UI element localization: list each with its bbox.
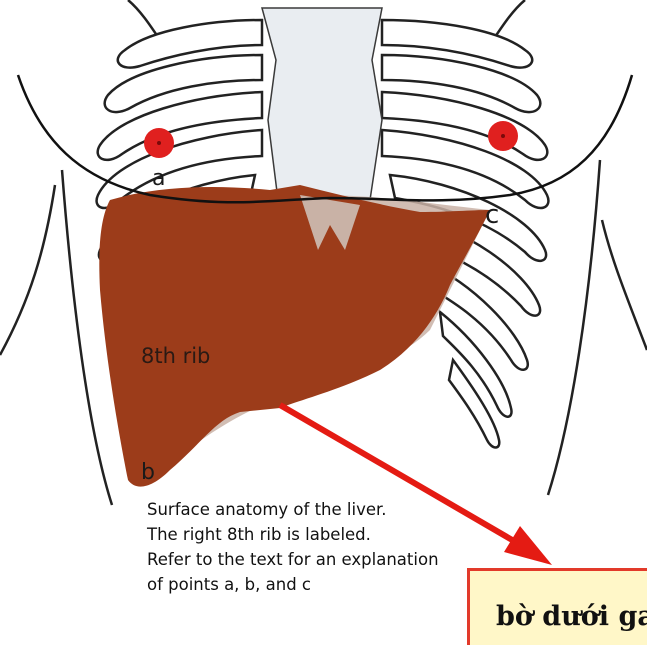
neck-right [493,0,525,40]
torso-right-outline [602,220,647,350]
liver [99,185,490,487]
point-c-label: c [485,200,499,230]
body-right-edge [548,160,600,495]
caption-line: of points a, b, and c [147,572,439,597]
point-b-label: b [141,460,155,485]
caption: Surface anatomy of the liver. The right … [147,497,439,597]
left-nipple-dot [501,134,505,138]
caption-line: The right 8th rib is labeled. [147,522,439,547]
callout-box: bờ dưới gan [467,568,647,645]
point-a-label: a [152,166,165,191]
torso-left-outline [0,185,55,355]
caption-line: Surface anatomy of the liver. [147,497,439,522]
rib-label: 8th rib [141,344,210,368]
caption-line: Refer to the text for an explanation [147,547,439,572]
right-nipple-dot [157,141,161,145]
pointer-arrow-head [504,526,552,565]
sternum [262,8,382,200]
callout-text: bờ dưới gan [496,601,647,632]
